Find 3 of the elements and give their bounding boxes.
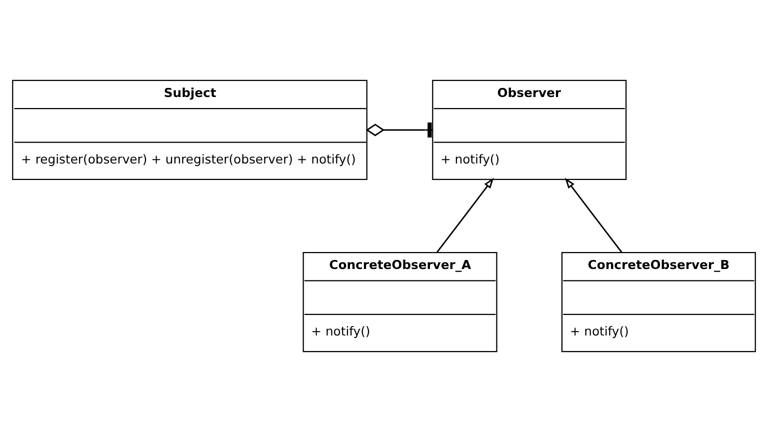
arrow [436,178,494,253]
arrow [564,178,622,253]
connector [366,122,432,138]
